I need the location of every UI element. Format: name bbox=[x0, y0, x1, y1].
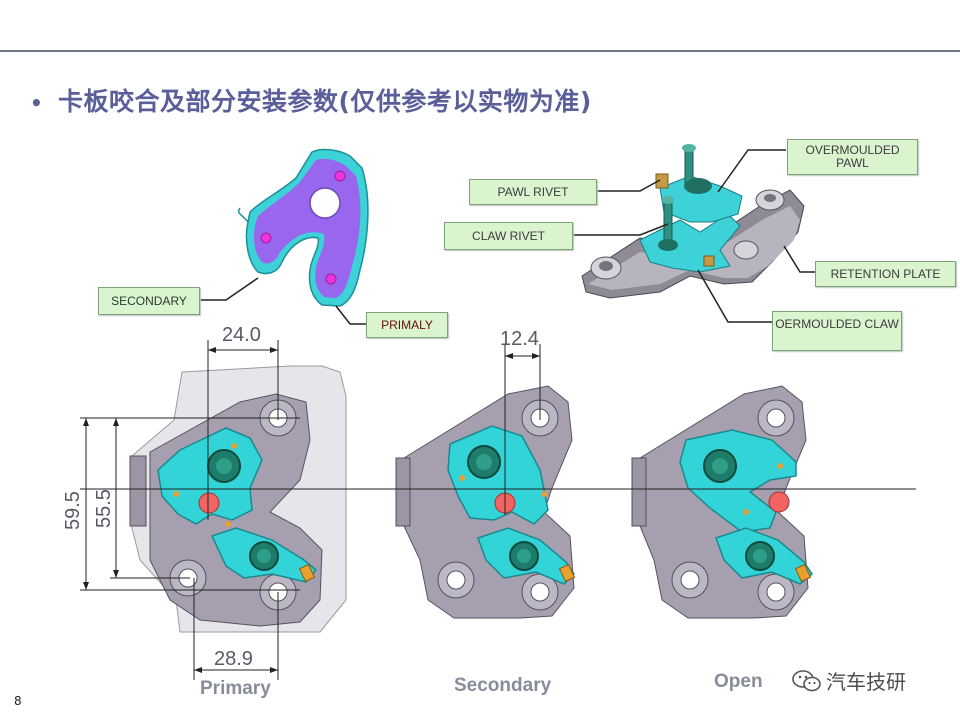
state-label-primary: Primary bbox=[200, 678, 271, 699]
leader-pawl-rivet bbox=[596, 179, 661, 192]
callout-secondary: SECONDARY bbox=[98, 287, 200, 315]
striker-red-dot bbox=[768, 491, 790, 513]
claw-hole bbox=[309, 187, 341, 219]
magenta-dot bbox=[260, 232, 272, 244]
callout-primaly: PRIMALY bbox=[366, 312, 448, 338]
callout-overmoulded-pawl: OVERMOULDED PAWL bbox=[787, 139, 918, 175]
dimension-55-5: 55.5 bbox=[93, 489, 115, 528]
leader-secondary bbox=[198, 277, 259, 301]
retention-plate-top bbox=[588, 206, 800, 290]
claw-cyan bbox=[157, 427, 263, 525]
callout-oermoulded-claw: OERMOULDED CLAW bbox=[772, 311, 902, 351]
leader-claw-rivet bbox=[572, 223, 669, 236]
state-label-secondary: Secondary bbox=[454, 675, 552, 696]
magenta-dot bbox=[334, 170, 346, 182]
assembly-3d-figure bbox=[581, 144, 805, 299]
header-rule bbox=[0, 50, 960, 52]
claw-detail bbox=[237, 207, 249, 223]
leader-oermoulded-claw bbox=[697, 269, 772, 323]
dimension-28-9: 28.9 bbox=[214, 648, 253, 670]
striker-red-dot bbox=[198, 492, 220, 514]
page-number: 8 bbox=[14, 694, 22, 708]
wechat-icon bbox=[792, 669, 822, 698]
dimension-59-5: 59.5 bbox=[62, 491, 84, 530]
claw-body bbox=[254, 158, 361, 298]
dimension-lines bbox=[80, 340, 541, 680]
leader-primaly bbox=[335, 305, 368, 325]
callout-claw-rivet: CLAW RIVET bbox=[444, 222, 573, 250]
leader-retention-plate bbox=[783, 245, 816, 273]
overmoulded-claw-3d bbox=[639, 213, 741, 273]
latch-secondary-figure bbox=[395, 385, 576, 619]
state-label-open: Open bbox=[714, 671, 763, 692]
slide-title-text: 卡板咬合及部分安装参数(仅供参考以实物为准) bbox=[58, 87, 592, 116]
latch-open-figure bbox=[631, 385, 813, 619]
claw-part-figure bbox=[237, 148, 369, 307]
callout-pawl-rivet: PAWL RIVET bbox=[469, 179, 597, 205]
watermark: 汽车技研 bbox=[792, 666, 906, 698]
bullet-icon: • bbox=[30, 91, 44, 115]
dimension-arrowheads bbox=[83, 347, 540, 673]
dimension-12-4: 12.4 bbox=[500, 328, 539, 350]
slide-title: • 卡板咬合及部分安装参数(仅供参考以实物为准) bbox=[30, 82, 592, 118]
callout-retention-plate: RETENTION PLATE bbox=[815, 261, 956, 287]
dimension-24-0: 24.0 bbox=[222, 324, 261, 346]
watermark-text: 汽车技研 bbox=[826, 670, 906, 694]
latch-primary-figure bbox=[129, 365, 347, 633]
leader-overmoulded-pawl bbox=[717, 149, 786, 193]
magenta-dot bbox=[325, 273, 337, 285]
